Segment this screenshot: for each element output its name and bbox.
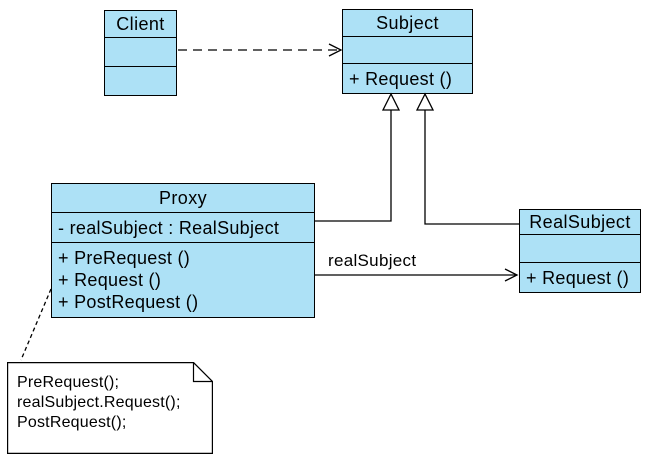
class-title: RealSubject [520,210,640,235]
note-line: PostRequest(); [17,414,127,431]
association-label: realSubject [328,251,417,270]
note-shape [7,362,213,454]
class-box-subject: Subject + Request () [342,9,473,94]
open-arrowhead-icon [328,43,343,57]
note-line: realSubject.Request(); [17,394,181,411]
methods-compartment [105,67,176,95]
class-box-realsubject: RealSubject + Request () [519,209,641,293]
attributes-compartment [520,235,640,263]
methods-compartment: + PreRequest () + Request () + PostReque… [52,243,314,317]
class-title: Proxy [52,184,314,213]
note-text: PreRequest(); realSubject.Request(); Pos… [17,373,181,433]
note: PreRequest(); realSubject.Request(); Pos… [7,362,213,454]
note-line: PreRequest(); [17,374,120,391]
hollow-triangle-icon [381,92,401,111]
method-item: + PreRequest () [58,248,191,268]
class-box-client: Client [104,10,177,96]
class-title: Subject [343,10,472,37]
method-item: + Request () [58,270,162,290]
attributes-compartment: - realSubject : RealSubject [52,213,314,243]
note-fold-corner-icon [192,362,213,383]
class-title: Client [105,11,176,38]
open-arrowhead-icon [504,268,519,282]
attribute-item: - realSubject : RealSubject [58,217,280,238]
methods-compartment: + Request () [343,64,472,93]
generalization-realsubject-subject [415,92,519,225]
method-item: + Request () [526,267,630,288]
generalization-proxy-subject [315,92,401,222]
hollow-triangle-icon [415,92,435,111]
attributes-compartment [105,38,176,67]
method-item: + Request () [349,68,453,89]
attributes-compartment [343,37,472,64]
method-item: + PostRequest () [58,292,199,312]
class-box-proxy: Proxy - realSubject : RealSubject + PreR… [51,183,315,318]
methods-compartment: + Request () [520,263,640,292]
dependency-client-subject [178,43,343,57]
note-anchor-line [20,288,52,361]
